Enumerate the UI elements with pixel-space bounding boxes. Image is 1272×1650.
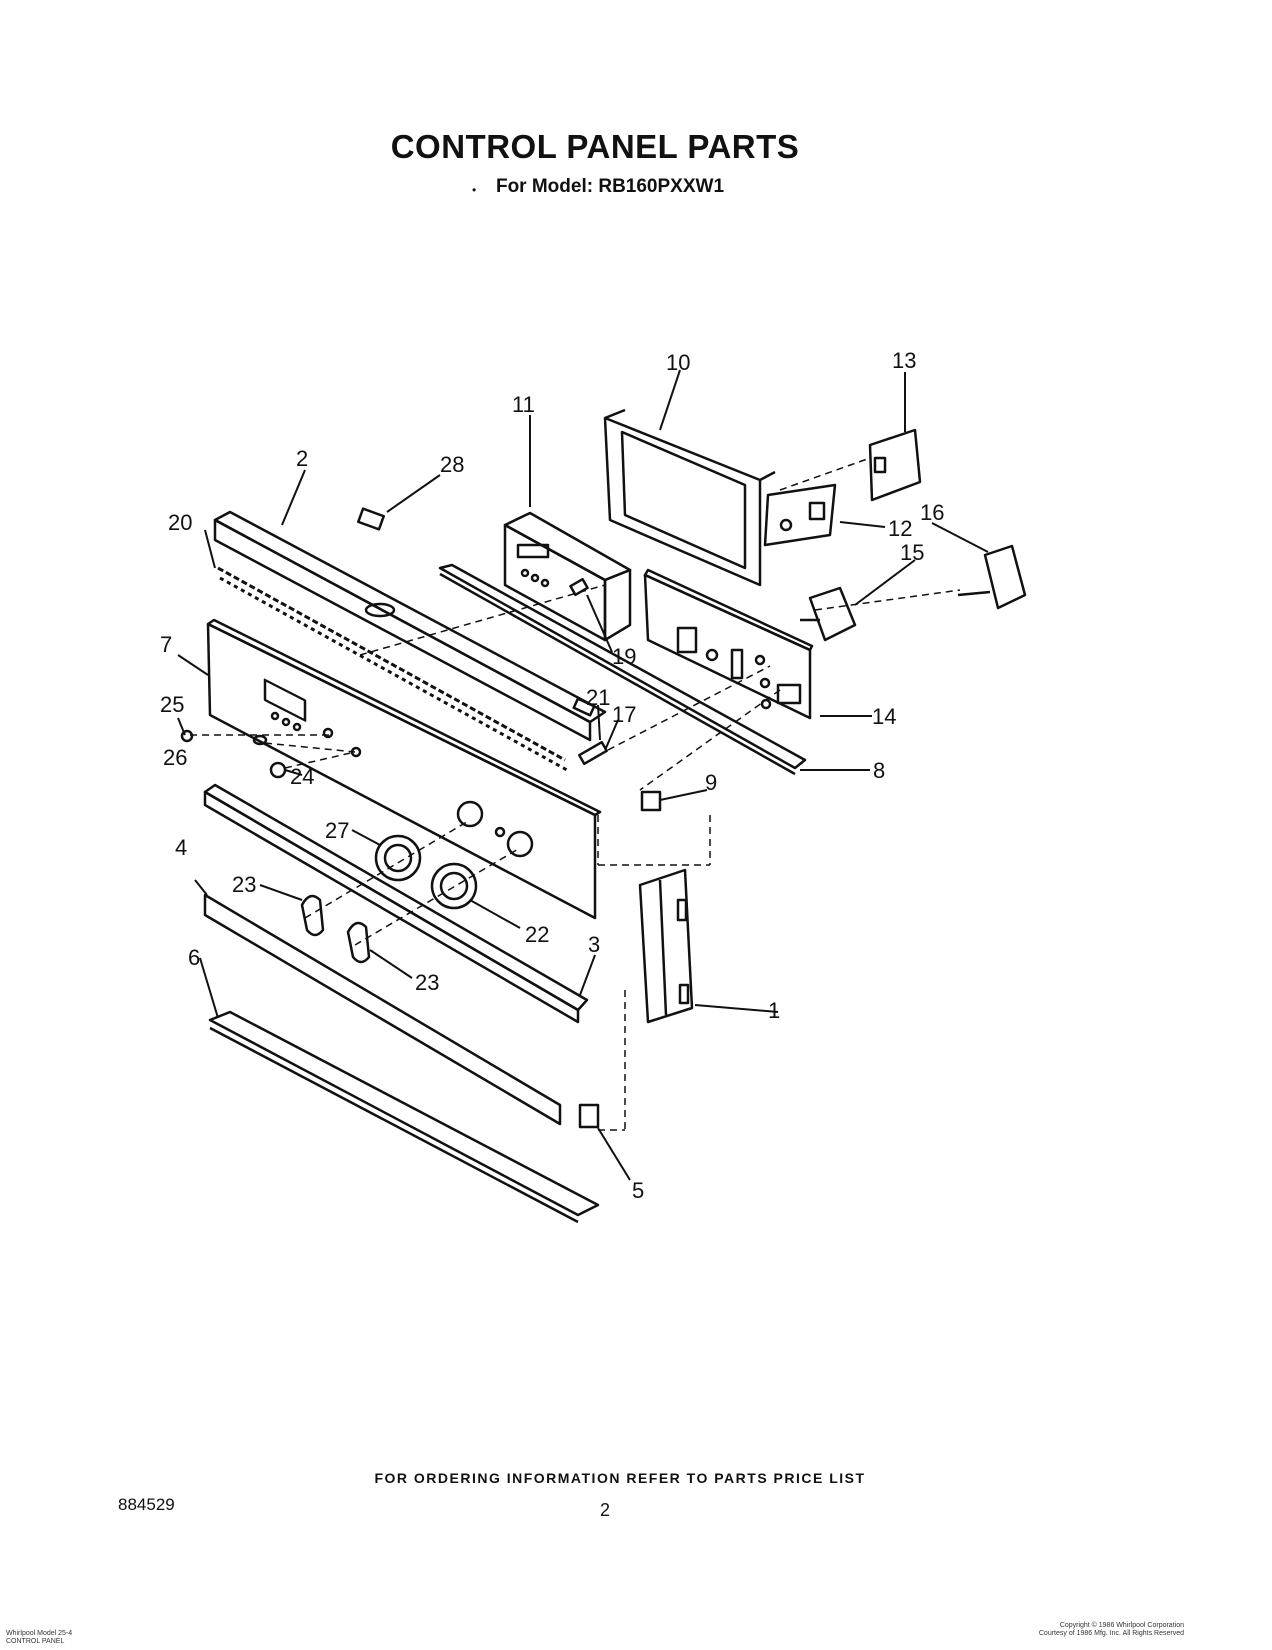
ordering-note: FOR ORDERING INFORMATION REFER TO PARTS … (374, 1470, 866, 1486)
part-knob-22 (430, 862, 478, 910)
callout-11: 11 (512, 392, 535, 417)
callout-12: 12 (888, 516, 912, 541)
part-clip-21 (572, 697, 596, 717)
callout-21: 21 (586, 685, 610, 710)
model-subtitle: For Model: RB160PXXW1 (495, 176, 725, 197)
part-clip-5 (578, 1103, 600, 1129)
callout-25: 25 (160, 692, 184, 717)
part-control-panel-7 (206, 618, 602, 920)
part-lower-panel-4 (203, 893, 562, 1126)
part-bottom-bracket-6 (208, 1010, 600, 1224)
callout-9: 9 (705, 770, 717, 795)
callout-15: 15 (900, 540, 924, 565)
part-side-bracket-1 (638, 868, 694, 1024)
callout-26: 26 (163, 745, 187, 770)
callout-6: 6 (188, 945, 200, 970)
callout-10: 10 (666, 350, 690, 375)
part-clock-module-11 (503, 511, 632, 642)
callout-17: 17 (612, 702, 636, 727)
part-knob-27 (374, 834, 422, 882)
callout-19: 19 (612, 644, 636, 669)
part-clip-28 (357, 507, 385, 531)
callout-13: 13 (892, 348, 916, 373)
page-title: CONTROL PANEL PARTS (390, 128, 800, 165)
callout-16: 16 (920, 500, 944, 525)
part-window-frame-10 (603, 408, 776, 587)
callout-20: 20 (168, 510, 192, 535)
part-board-12 (763, 483, 837, 547)
part-shaft-17 (577, 740, 609, 766)
document-number: 884529 (118, 1495, 175, 1514)
callout-28: 28 (440, 452, 464, 477)
callout-3: 3 (588, 932, 600, 957)
part-peg-26 (252, 734, 268, 746)
callout-8: 8 (873, 758, 885, 783)
part-lower-trim-3 (203, 783, 589, 1024)
fine-print-right: Copyright © 1986 Whirlpool Corporation C… (1038, 1622, 1184, 1637)
callout-22: 22 (525, 922, 549, 947)
callout-14: 14 (872, 704, 896, 729)
callout-24: 24 (290, 764, 314, 789)
callout-7: 7 (160, 632, 172, 657)
part-knob-24 (269, 761, 287, 779)
fine-print-left: Whirlpool Model 25-4 CONTROL PANEL (6, 1630, 73, 1645)
part-trim-strip-2 (213, 510, 607, 742)
part-clip-9 (640, 790, 662, 812)
part-knob-23b (346, 921, 371, 964)
part-switch-16 (957, 544, 1027, 610)
bullet-dot: • (472, 183, 477, 197)
page-number: 2 (600, 1500, 611, 1520)
part-back-plate-14 (643, 568, 814, 720)
callout-4: 4 (175, 835, 187, 860)
part-peg-25 (180, 729, 194, 743)
callout-27: 27 (325, 818, 349, 843)
callout-labels: 1 2 3 4 5 6 7 8 9 10 11 12 13 14 15 16 1… (160, 348, 944, 1203)
part-cover-13 (868, 428, 922, 502)
part-switch-15 (800, 586, 857, 642)
part-vent-strip-20 (217, 566, 568, 772)
part-knob-23a (300, 894, 325, 937)
callout-5: 5 (632, 1178, 644, 1203)
callout-1: 1 (768, 998, 780, 1023)
callout-23a: 23 (232, 872, 256, 897)
part-clip-19 (569, 577, 589, 597)
part-rail-8 (438, 563, 807, 776)
callout-23b: 23 (415, 970, 439, 995)
callout-2: 2 (296, 446, 308, 471)
